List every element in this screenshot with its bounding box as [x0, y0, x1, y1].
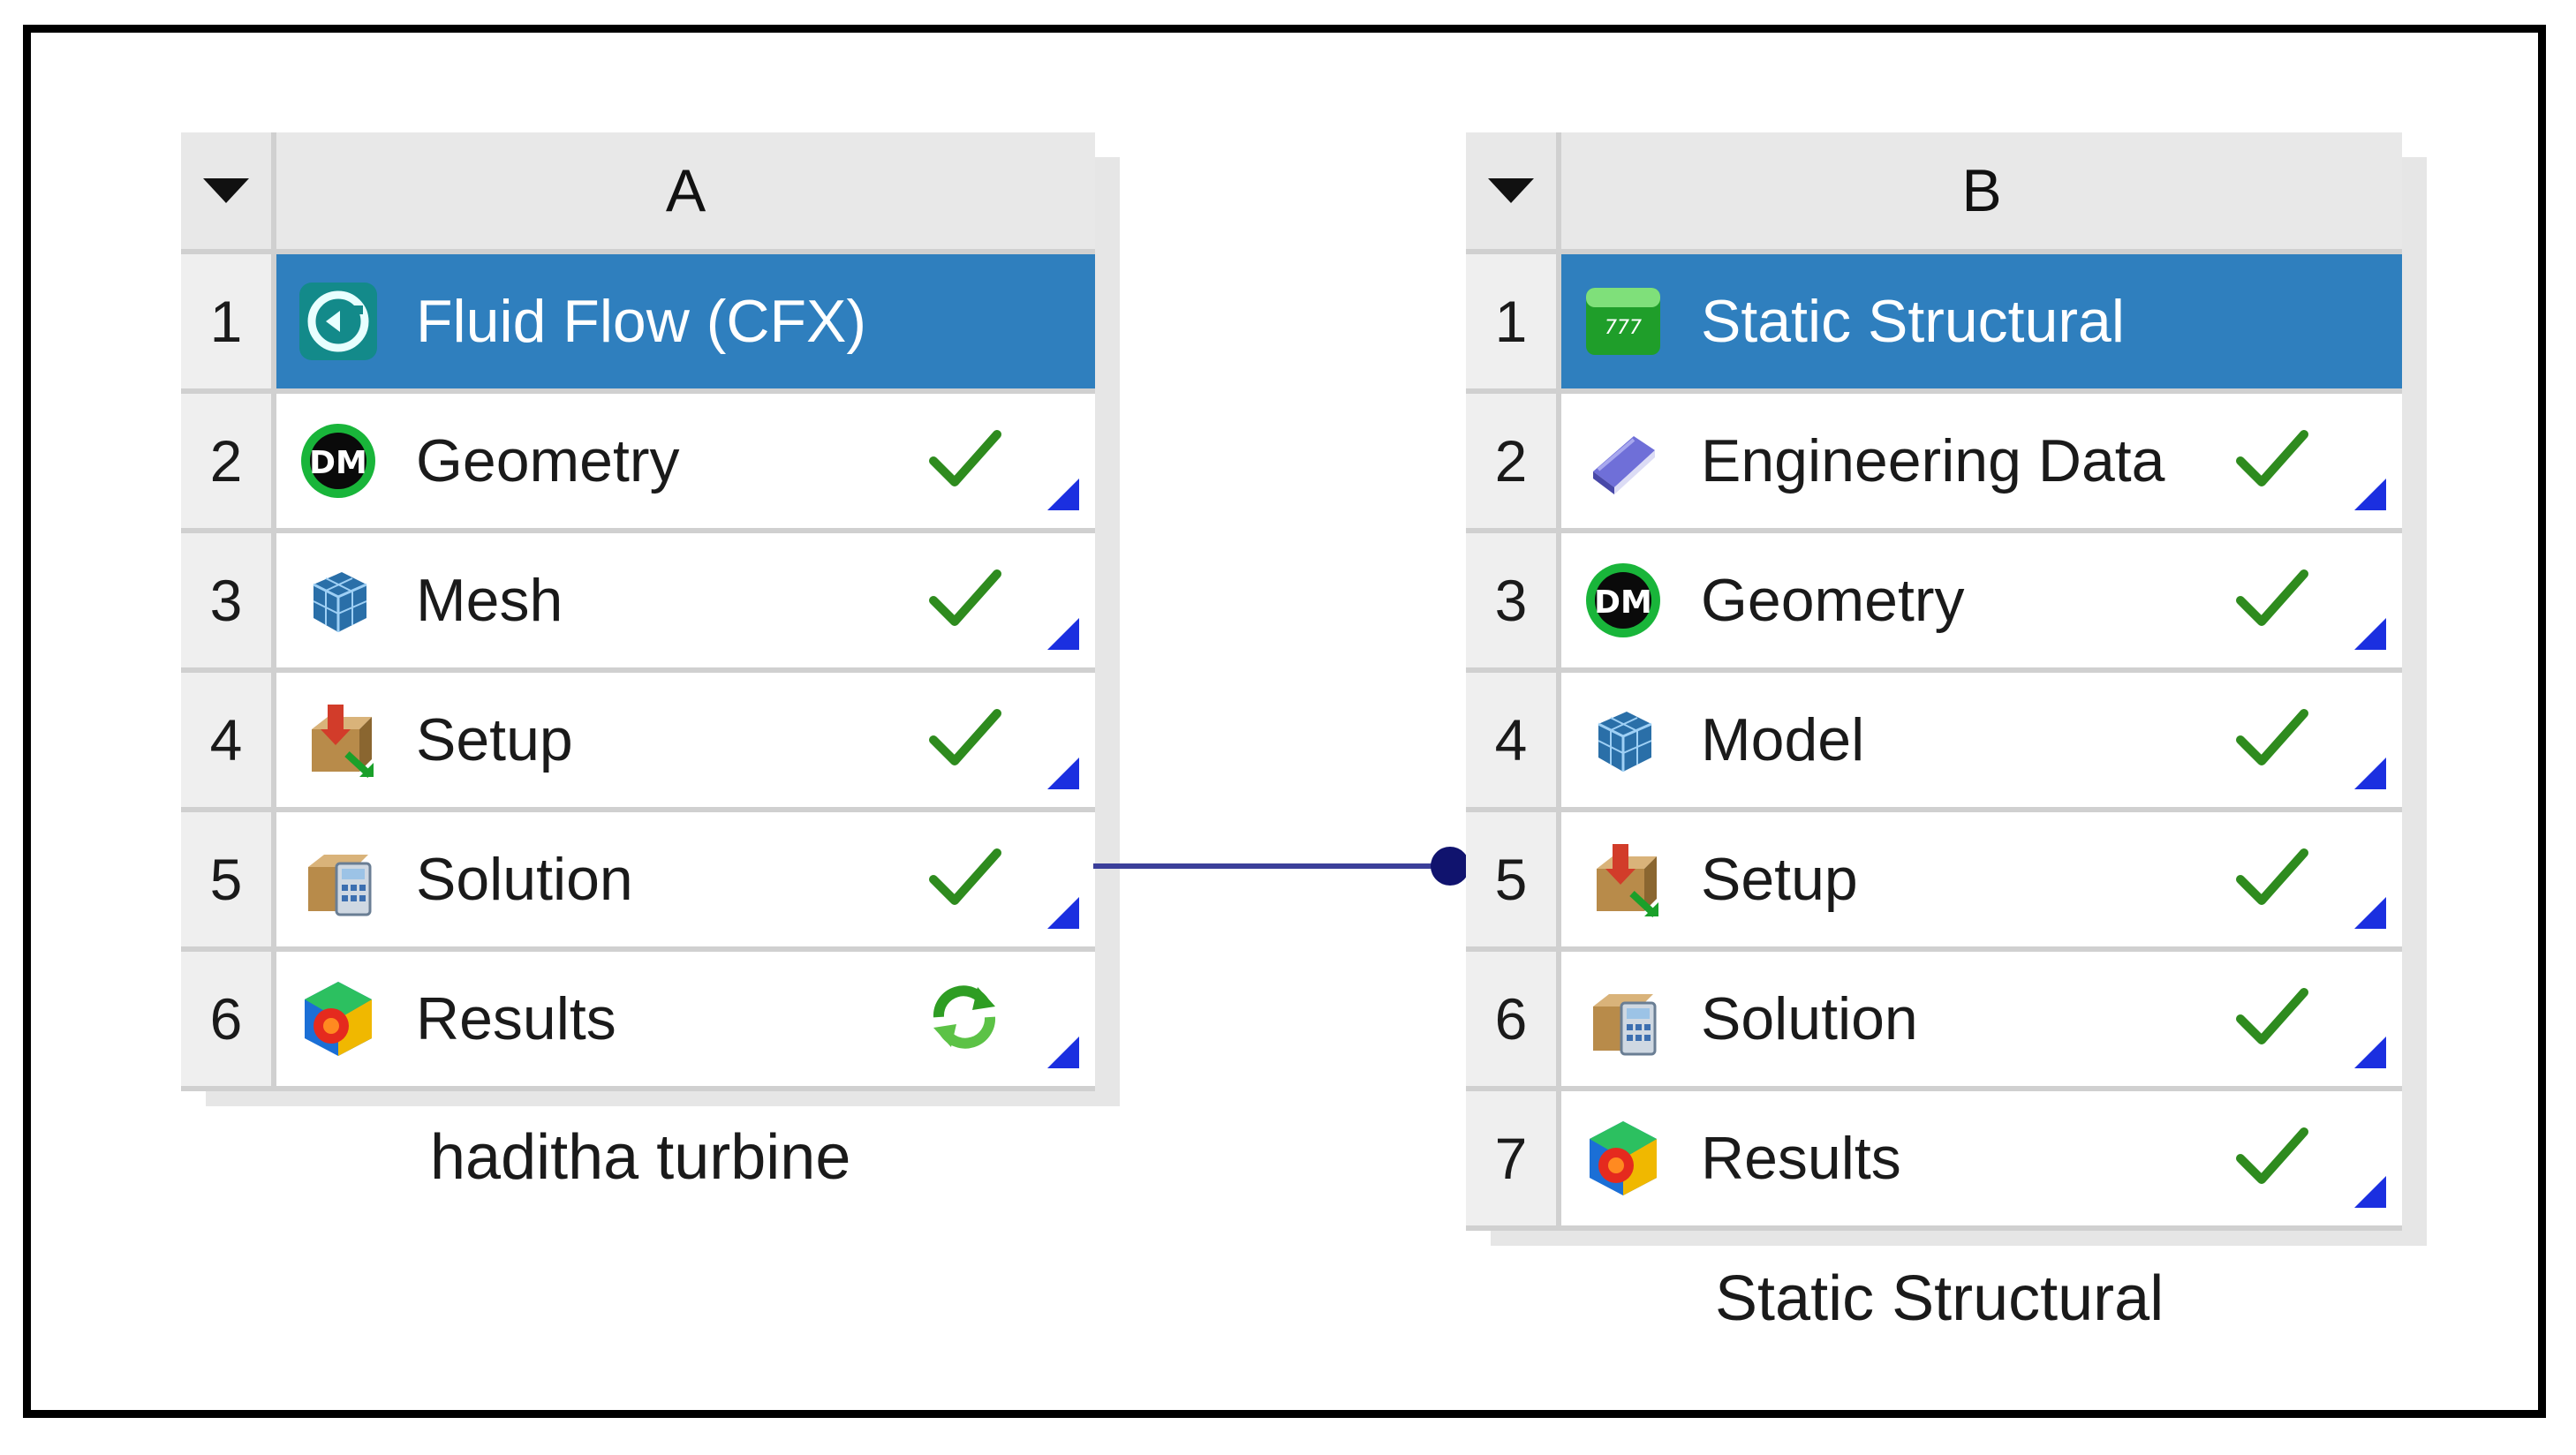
designmodeler-icon: DM	[301, 424, 375, 498]
dropdown-arrow-icon	[1488, 178, 1534, 203]
cell-label: Model	[1701, 706, 1865, 773]
setup-icon	[312, 705, 374, 778]
row-number: 5	[181, 812, 276, 952]
system-title-label: Fluid Flow (CFX)	[416, 288, 867, 355]
refresh-required-icon	[933, 985, 996, 1049]
cell-label: Results	[1701, 1125, 1901, 1192]
cell-row-engineering-data[interactable]: 2 Engineering Data	[1466, 394, 2402, 533]
cell-label: Results	[416, 985, 616, 1052]
row-number: 6	[1466, 952, 1561, 1091]
cell-row-solution[interactable]: 5 Solution	[181, 812, 1095, 952]
cell-menu-corner-icon[interactable]	[1047, 479, 1079, 510]
system-header: B	[1466, 132, 2402, 254]
cell-menu-corner-icon[interactable]	[2354, 897, 2386, 929]
cell-menu-corner-icon[interactable]	[1047, 758, 1079, 789]
system-header: A	[181, 132, 1095, 254]
cell-label: Setup	[1701, 846, 1858, 913]
svg-text:777: 777	[1605, 317, 1642, 339]
system-menu-button[interactable]	[181, 132, 276, 254]
solution-icon	[308, 855, 372, 916]
designmodeler-icon: DM	[1586, 563, 1660, 637]
engineering-data-icon	[1593, 436, 1655, 494]
up-to-date-check-icon	[929, 848, 1001, 905]
cell-row-model[interactable]: 4 Model	[1466, 673, 2402, 812]
cell-label: Mesh	[416, 567, 563, 634]
system-b-caption[interactable]: Static Structural	[1715, 1263, 2164, 1334]
cell-label: Geometry	[416, 427, 680, 494]
cell-label: Solution	[1701, 985, 1918, 1052]
mesh-icon	[1598, 712, 1652, 772]
cell-menu-corner-icon[interactable]	[1047, 618, 1079, 650]
up-to-date-check-icon	[2236, 1127, 2308, 1184]
cell-label: Geometry	[1701, 567, 1965, 634]
cell-menu-corner-icon[interactable]	[1047, 1037, 1079, 1068]
up-to-date-check-icon	[929, 430, 1001, 486]
up-to-date-check-icon	[2236, 848, 2308, 905]
cell-menu-corner-icon[interactable]	[2354, 1037, 2386, 1068]
svg-text:DM: DM	[1594, 584, 1652, 621]
connector-endpoint	[1431, 847, 1469, 886]
row-number: 5	[1466, 812, 1561, 952]
results-icon	[305, 982, 372, 1056]
up-to-date-check-icon	[2236, 569, 2308, 626]
up-to-date-check-icon	[2236, 709, 2308, 765]
system-title-row[interactable]: 1 Fluid Flow (CFX)	[181, 254, 1095, 394]
cell-row-solution[interactable]: 6 Solution	[1466, 952, 2402, 1091]
system-a-fluid-flow[interactable]: A 1 Fluid Flow (CFX) 2 DM Geometry 3 Mesh 4 Se…	[181, 132, 1120, 1214]
up-to-date-check-icon	[929, 569, 1001, 626]
cfx-icon	[299, 283, 377, 360]
cell-row-mesh[interactable]: 3 Mesh	[181, 533, 1095, 673]
system-a-caption[interactable]: haditha turbine	[430, 1122, 851, 1193]
row-number: 2	[181, 394, 276, 533]
cell-row-geometry[interactable]: 2 DM Geometry	[181, 394, 1095, 533]
setup-icon	[1597, 844, 1658, 917]
cell-menu-corner-icon[interactable]	[2354, 758, 2386, 789]
row-number: 4	[181, 673, 276, 812]
row-number: 6	[181, 952, 276, 1091]
cell-row-results[interactable]: 7 Results	[1466, 1091, 2402, 1231]
system-title-label: Static Structural	[1701, 288, 2125, 355]
row-number: 3	[181, 533, 276, 673]
results-icon	[1590, 1121, 1657, 1195]
cell-label: Setup	[416, 706, 573, 773]
cell-menu-corner-icon[interactable]	[2354, 479, 2386, 510]
cell-menu-corner-icon[interactable]	[1047, 897, 1079, 929]
cell-label: Engineering Data	[1701, 427, 2165, 494]
svg-text:DM: DM	[309, 445, 367, 481]
up-to-date-check-icon	[929, 709, 1001, 765]
dropdown-arrow-icon	[203, 178, 249, 203]
static-structural-icon: 777	[1586, 288, 1660, 355]
system-menu-button[interactable]	[1466, 132, 1561, 254]
column-letter: A	[276, 132, 1095, 254]
system-title-row[interactable]: 1 777 Static Structural	[1466, 254, 2402, 394]
cell-menu-corner-icon[interactable]	[2354, 618, 2386, 650]
solution-icon	[1593, 994, 1657, 1056]
cell-row-results[interactable]: 6 Results	[181, 952, 1095, 1091]
up-to-date-check-icon	[2236, 988, 2308, 1044]
row-number: 1	[1466, 254, 1561, 394]
up-to-date-check-icon	[2236, 430, 2308, 486]
cell-row-geometry[interactable]: 3 DM Geometry	[1466, 533, 2402, 673]
solution-link-connector	[1093, 863, 1457, 869]
row-number: 2	[1466, 394, 1561, 533]
row-number: 4	[1466, 673, 1561, 812]
row-number: 7	[1466, 1091, 1561, 1231]
cell-label: Solution	[416, 846, 633, 913]
system-b-static-structural[interactable]: B 1 777 Static Structural 2 Engineering D…	[1466, 132, 2427, 1368]
row-number: 3	[1466, 533, 1561, 673]
cell-row-setup[interactable]: 4 Setup	[181, 673, 1095, 812]
mesh-icon	[313, 572, 367, 632]
row-number: 1	[181, 254, 276, 394]
cell-menu-corner-icon[interactable]	[2354, 1176, 2386, 1208]
column-letter: B	[1561, 132, 2402, 254]
cell-row-setup[interactable]: 5 Setup	[1466, 812, 2402, 952]
